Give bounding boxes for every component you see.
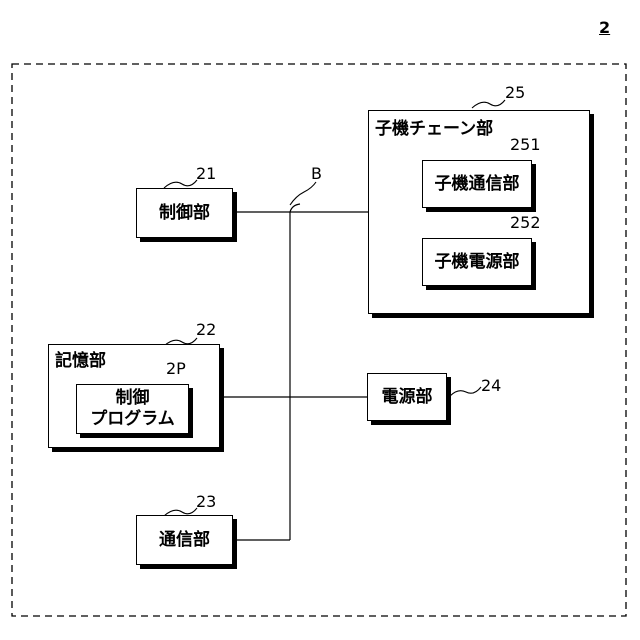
leader-24 (450, 387, 481, 396)
bus-line (290, 204, 300, 540)
child-power-unit-label: 子機電源部 (435, 254, 520, 271)
storage-unit-ref: 22 (196, 322, 216, 338)
child-comm-unit-label: 子機通信部 (435, 176, 520, 193)
leader-21 (164, 180, 197, 188)
comm-unit-ref: 23 (196, 494, 216, 510)
power-unit-block: 電源部 (367, 373, 447, 421)
storage-unit-label: 記憶部 (55, 353, 106, 370)
control-program-ref: 2P (166, 361, 186, 377)
child-comm-unit-block: 子機通信部 (422, 160, 532, 208)
control-program-block: 制御 プログラム (76, 384, 189, 434)
child-power-unit-ref: 252 (510, 215, 541, 231)
control-program-label-line1: 制御 (116, 390, 150, 407)
control-unit-block: 制御部 (136, 188, 233, 238)
control-unit-ref: 21 (196, 166, 216, 182)
bus-label: B (311, 166, 322, 182)
figure-number: 2 (599, 20, 610, 36)
control-program-label-line2: プログラム (90, 411, 175, 428)
control-unit-label: 制御部 (159, 205, 210, 222)
leader-bus (290, 182, 316, 205)
comm-unit-label: 通信部 (159, 532, 210, 549)
power-unit-ref: 24 (481, 378, 501, 394)
comm-unit-block: 通信部 (136, 515, 233, 565)
child-chain-unit-ref: 25 (505, 85, 525, 101)
power-unit-label: 電源部 (382, 389, 433, 406)
leader-25 (472, 100, 505, 108)
child-chain-unit-label: 子機チェーン部 (375, 121, 493, 138)
child-comm-unit-ref: 251 (510, 137, 541, 153)
child-power-unit-block: 子機電源部 (422, 238, 532, 286)
